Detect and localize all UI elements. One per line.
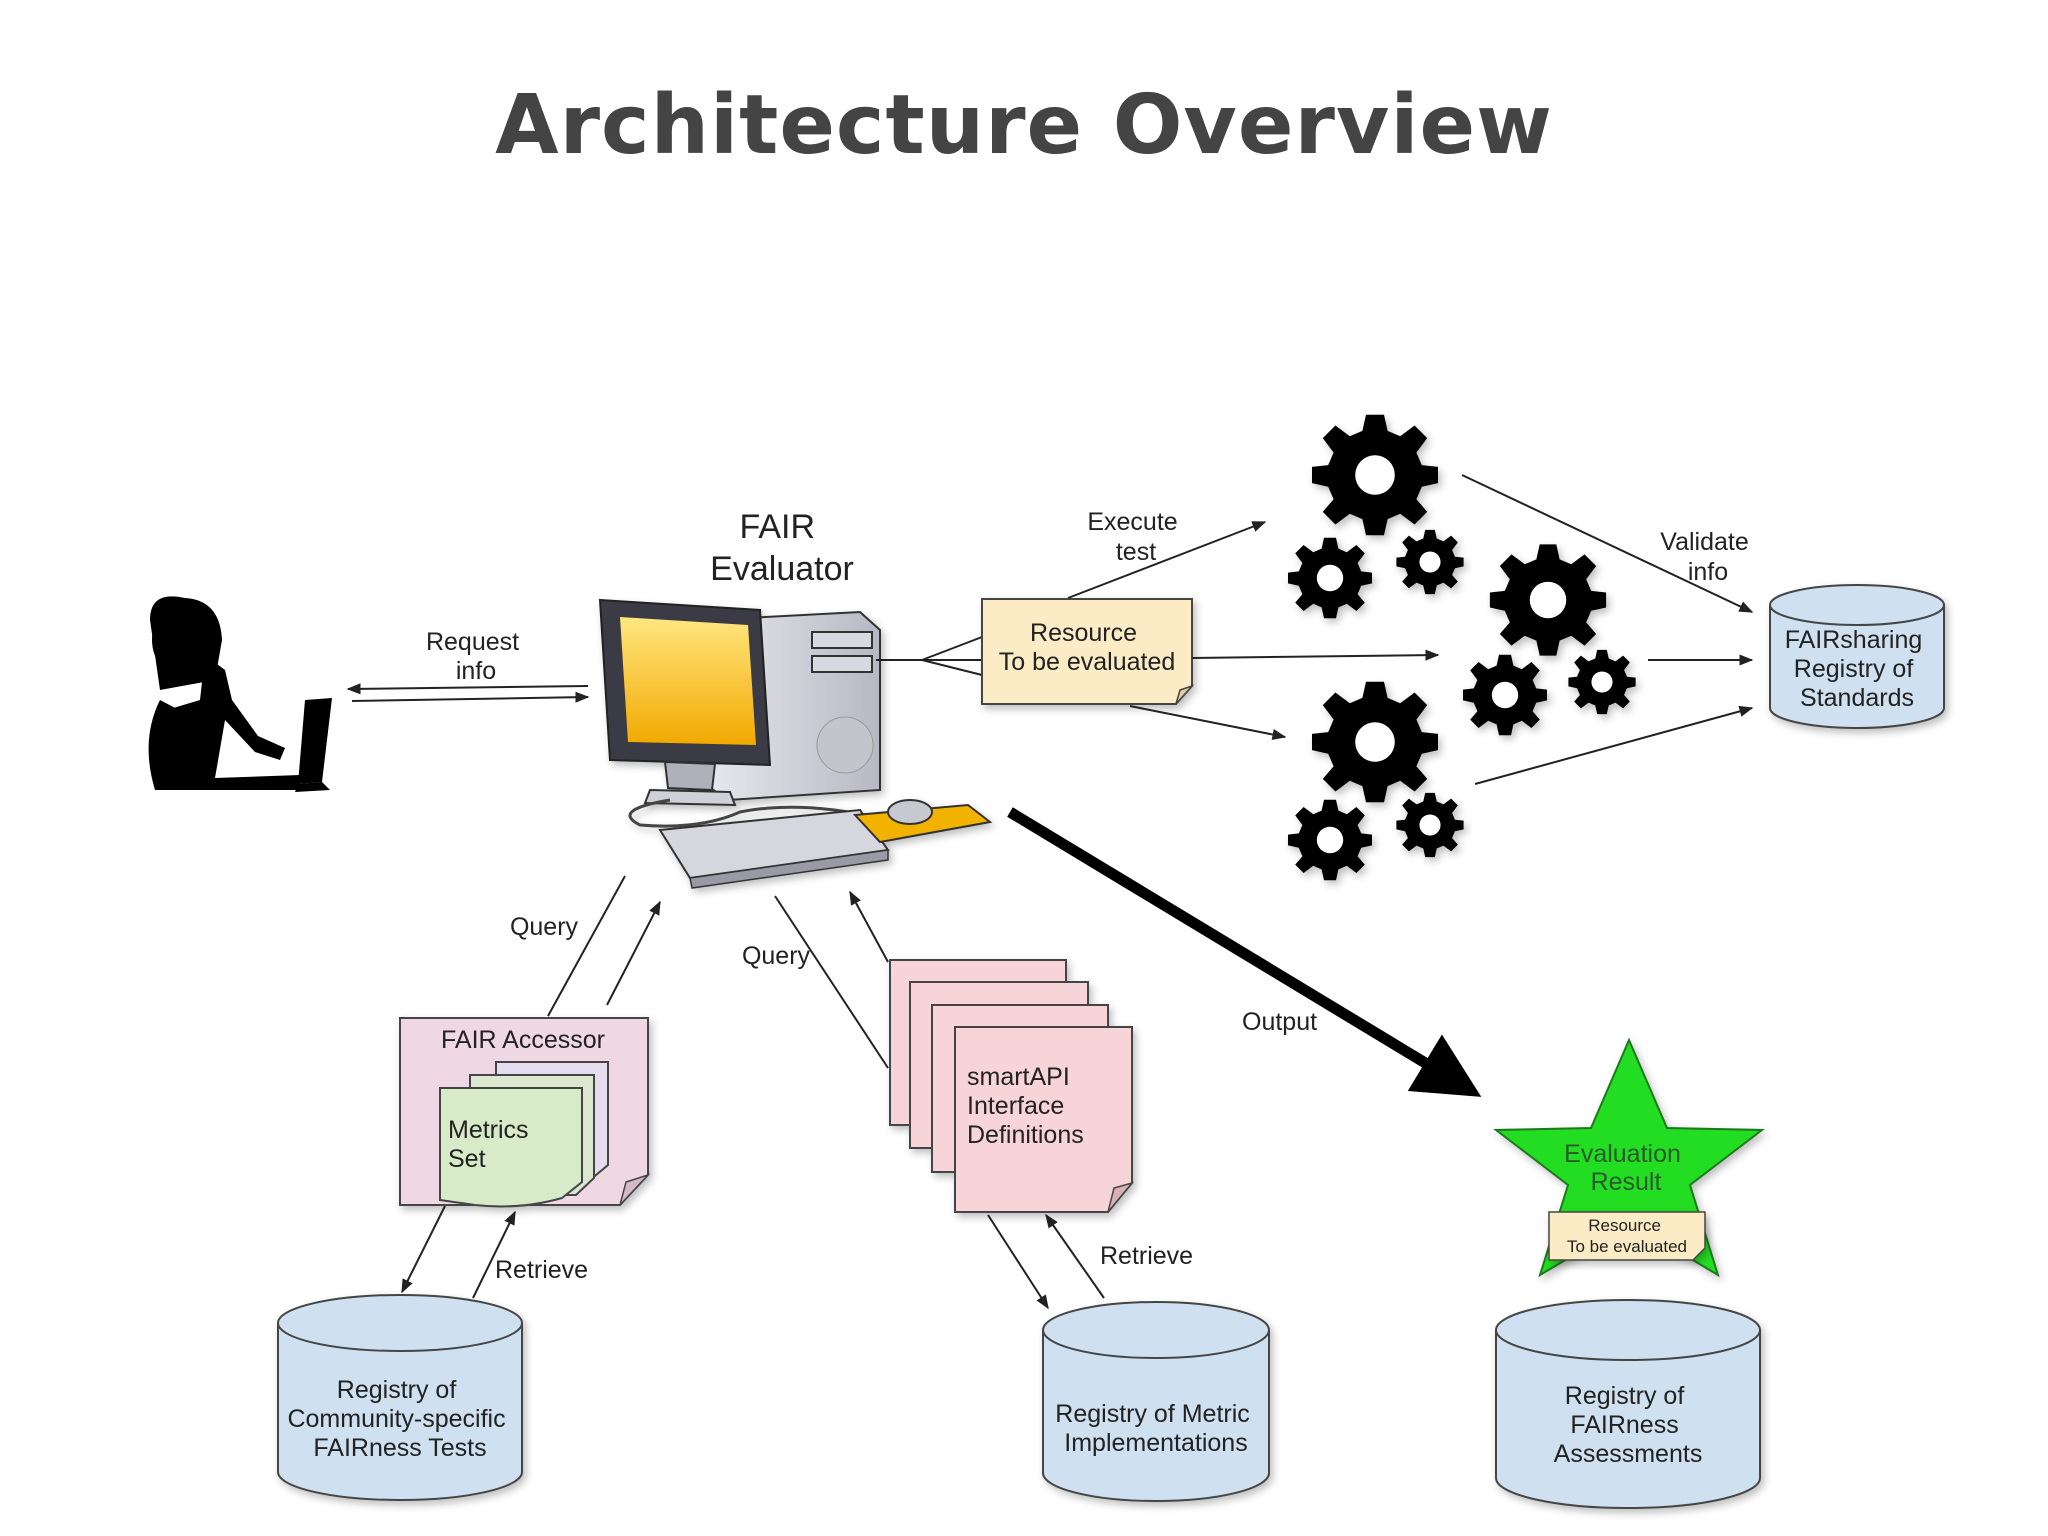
metrics-set-label: Metrics Set <box>448 1116 536 1173</box>
request-arrow-out <box>351 691 590 703</box>
registry-assess-label: Registry of FAIRness Assessments <box>1554 1382 1703 1468</box>
execute-label: Execute test <box>1087 508 1184 566</box>
request-arrow-in <box>346 683 589 695</box>
gear-icon <box>1463 654 1547 736</box>
smartapi-notes <box>889 959 1135 1213</box>
registry-tests-cylinder <box>277 1294 523 1501</box>
retrieve-arrow-left-down <box>401 1205 446 1294</box>
output-arrow <box>1007 807 1482 1097</box>
gear-icon <box>1312 681 1438 803</box>
page-title: Architecture Overview <box>495 78 1553 173</box>
gear-icon <box>1288 537 1372 619</box>
user-icon <box>148 596 332 792</box>
gear-icon <box>1489 544 1607 656</box>
retrieve-arrow-left-up <box>472 1210 516 1299</box>
resource-note-label: Resource To be evaluated <box>999 619 1176 676</box>
request-label: Request info <box>426 628 526 685</box>
query-arrow-mid-up <box>849 890 889 963</box>
evaluation-label: Evaluation Result <box>1564 1140 1688 1196</box>
execute-arrow-top <box>1067 521 1267 599</box>
query-arrow-mid-down <box>774 895 889 1069</box>
gear-icon-cluster <box>1288 414 1636 881</box>
gear-icon <box>1396 529 1464 595</box>
registry-metric-label: Registry of Metric Implementations <box>1055 1400 1256 1457</box>
gear-icon <box>1288 799 1372 881</box>
retrieve-mid-label: Retrieve <box>1100 1242 1193 1270</box>
fairsharing-registry-cylinder <box>1769 584 1945 729</box>
gear-icon <box>1396 792 1464 858</box>
fairsharing-label: FAIRsharing Registry of Standards <box>1785 626 1930 712</box>
registry-metric-cylinder <box>1042 1301 1270 1502</box>
registry-tests-label: Registry of Community-specific FAIRness … <box>287 1376 512 1462</box>
query-arrow-left-down <box>547 875 626 1017</box>
gear-icon <box>1568 649 1636 715</box>
execute-arrow-bottom <box>1129 705 1287 741</box>
validate-arrow-top <box>1461 474 1754 613</box>
retrieve-left-label: Retrieve <box>495 1256 588 1284</box>
execute-arrow-mid <box>1191 649 1440 661</box>
validate-label: Validate info <box>1660 528 1755 586</box>
validate-arrow-bottom <box>1474 705 1754 785</box>
gear-icon <box>1312 414 1438 536</box>
fair-accessor-title: FAIR Accessor <box>441 1026 605 1054</box>
output-label: Output <box>1242 1008 1317 1036</box>
retrieve-arrow-mid-down <box>987 1214 1049 1310</box>
query-left-label: Query <box>510 913 579 941</box>
evaluation-resource-label: Resource To be evaluated <box>1567 1216 1687 1256</box>
evaluator-label: FAIR Evaluator <box>710 508 854 588</box>
smartapi-label: smartAPI Interface Definitions <box>967 1063 1084 1149</box>
query-mid-label: Query <box>742 942 811 970</box>
fair-accessor-note <box>399 1017 651 1208</box>
computer-icon <box>598 598 993 889</box>
resource-note <box>981 598 1195 705</box>
registry-assessments-cylinder <box>1495 1299 1761 1509</box>
evaluation-resource-note <box>1548 1211 1706 1261</box>
query-arrow-left-up <box>606 900 661 1006</box>
retrieve-arrow-mid-up <box>1045 1213 1105 1299</box>
